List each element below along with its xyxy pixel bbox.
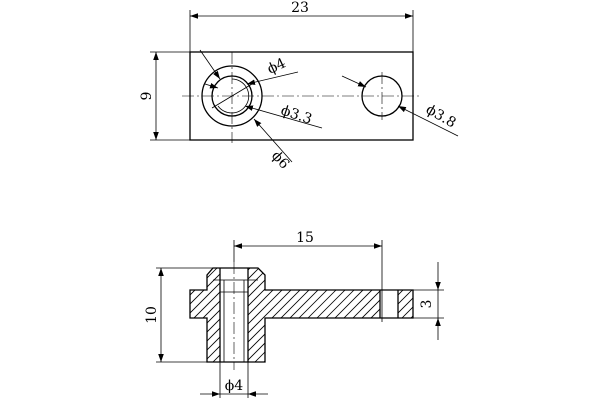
hatch-line (309, 268, 380, 362)
hatch-line (400, 260, 510, 370)
hatch-line (248, 268, 331, 362)
dim-counterbore-label: ϕ6 (268, 148, 292, 172)
hatch-line (350, 285, 390, 325)
dim-spacing-label: 15 (296, 230, 314, 246)
leader-bore-thread (244, 105, 323, 129)
hatch-line (345, 268, 380, 362)
hatch-line (449, 285, 489, 325)
hatch-line (70, 260, 180, 370)
left-bore-circle (211, 75, 253, 117)
hatch-line (248, 268, 286, 362)
hatch-line (273, 268, 380, 362)
leader-hole-right (397, 105, 459, 137)
dim-height-label: 9 (139, 92, 155, 101)
hatch-line (248, 268, 259, 362)
hatch-line (255, 268, 367, 362)
hatch-line (190, 268, 220, 362)
hatch-line (391, 260, 501, 370)
hatch-line (458, 285, 498, 325)
hatch-line (223, 260, 333, 370)
section-outline (189, 267, 414, 363)
hatch-line (445, 260, 555, 370)
dim-width-label: 23 (291, 0, 309, 16)
leader-counterbore (253, 118, 293, 163)
section-view: 15 10 3 ϕ4 (70, 230, 600, 398)
hatch-line (372, 268, 380, 362)
hatch-line (190, 268, 220, 362)
hatch-line (79, 260, 189, 370)
hatch-line (195, 268, 220, 362)
hatch-line (398, 290, 413, 305)
hatch-line (427, 260, 537, 370)
hatch-line (248, 268, 277, 362)
hatch-line (291, 268, 380, 362)
hatch-line (248, 268, 358, 362)
section-hatching (248, 260, 600, 370)
section-hatching (350, 285, 498, 325)
hatch-line (264, 268, 376, 362)
left-hole-cross-diagonal (211, 83, 253, 109)
dim-bore-thread-label: ϕ3.3 (279, 103, 314, 128)
hatch-line (190, 268, 199, 362)
hatch-line (248, 268, 268, 362)
hatch-line (300, 268, 380, 362)
hatch-line (436, 260, 546, 370)
hatch-line (248, 268, 322, 362)
hatch-line (354, 268, 380, 362)
leader-bore-thread-ext (204, 82, 219, 89)
hatch-line (499, 260, 600, 370)
hatch-line (463, 260, 573, 370)
hatch-line (190, 268, 220, 362)
dim-boss-bore-label: ϕ4 (225, 378, 244, 394)
hatch-line (409, 260, 519, 370)
hatch-line (282, 268, 380, 362)
hatch-line (248, 268, 295, 362)
hatch-line (190, 268, 220, 362)
hatch-line (454, 260, 564, 370)
hatch-line (213, 268, 220, 362)
hatch-line (190, 268, 220, 362)
hatch-line (418, 260, 528, 370)
hatch-line (398, 297, 413, 314)
leader-bore-outer-ext (199, 49, 221, 80)
hatch-line (398, 290, 404, 296)
left-counterbore-circle (201, 65, 263, 127)
hatch-line (431, 285, 471, 325)
dim-total-height-label: 10 (144, 306, 160, 324)
right-hole-circle (361, 75, 403, 117)
dim-hole-right-label: ϕ3.8 (423, 102, 459, 132)
hatch-line (248, 268, 349, 362)
top-view: 23 9 ϕ4 ϕ3.3 ϕ6 ϕ3.8 (139, 0, 459, 172)
left-thread-arc (217, 78, 250, 114)
leader-bore-outer (246, 71, 299, 85)
hatch-line (359, 285, 399, 325)
hatch-line (248, 268, 340, 362)
hatch-line (190, 268, 220, 362)
leader-hole-right-ext (341, 75, 367, 88)
hatch-line (440, 285, 480, 325)
hatch-line (248, 268, 313, 362)
hatch-line (481, 260, 591, 370)
hatch-line (490, 260, 600, 370)
dim-bore-outer-label: ϕ4 (265, 55, 289, 77)
hatch-line (190, 268, 220, 362)
hatch-line (472, 260, 582, 370)
hatch-line (336, 268, 380, 362)
dim-thickness-label: 3 (419, 300, 435, 309)
hatch-line (327, 268, 380, 362)
